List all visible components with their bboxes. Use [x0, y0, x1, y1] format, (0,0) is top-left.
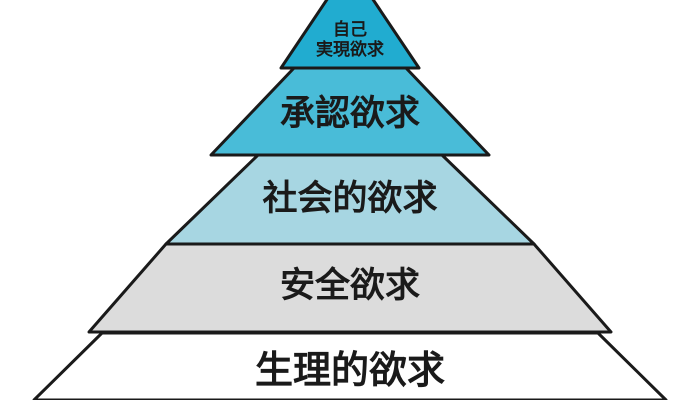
- label-self-actualization-line1: 自己: [333, 20, 367, 40]
- label-self-actualization-line2: 実現欲求: [316, 40, 384, 60]
- label-self-actualization: 自己 実現欲求: [0, 20, 700, 60]
- label-esteem-needs: 承認欲求: [279, 94, 420, 134]
- label-physiological-needs: 生理的欲求: [254, 348, 445, 392]
- label-safety-needs: 安全欲求: [279, 266, 420, 306]
- label-social-needs: 社会的欲求: [262, 179, 438, 219]
- level-self-actualization-needs: [279, 0, 421, 70]
